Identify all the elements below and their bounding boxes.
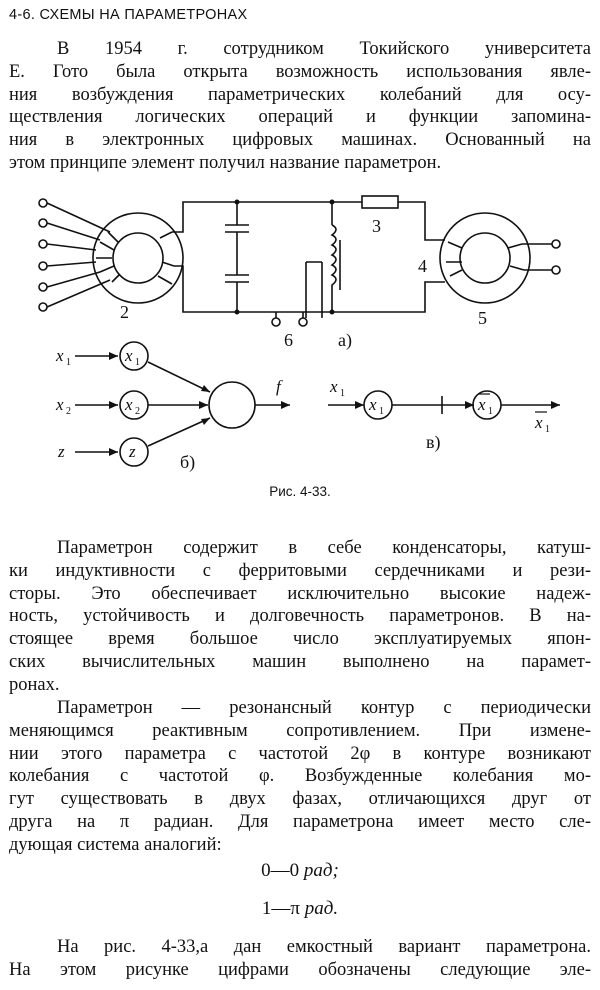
- in-x1: x: [329, 377, 338, 396]
- paragraph-3: Параметрон — резонансный контур с период…: [9, 697, 591, 857]
- text-line: Е. Гото была открыта возможность использ…: [9, 61, 591, 82]
- resistor-3: [361, 195, 399, 209]
- text-line: Параметрон — резонансный контур с период…: [57, 698, 591, 718]
- text-line: ность, устойчивость и долговечность пара…: [9, 606, 591, 627]
- text-line: нии этого параметра с частотой 2φ в конт…: [9, 743, 591, 764]
- label-x1: x: [55, 346, 64, 365]
- sub-2: 2: [66, 406, 71, 417]
- majority-diagram: [75, 341, 290, 467]
- out-notx1: x: [534, 413, 543, 432]
- text-line: ронах.: [9, 674, 60, 695]
- out-notsub-1: 1: [545, 424, 550, 435]
- text-line: этом принципе элемент получил название п…: [9, 152, 442, 173]
- text-line: ских вычислительных машин выполнено на п…: [9, 651, 591, 672]
- text-line: На этом рисунке цифрами обозначены следу…: [9, 959, 591, 980]
- node-sub-1: 1: [135, 357, 140, 368]
- text-line: В 1954 г. сотрудником Токийского универс…: [57, 39, 591, 59]
- paragraph-4: На рис. 4-33,а дан емкостный вариант пар…: [9, 936, 591, 982]
- text-line: ния возбуждения параметрических колебани…: [9, 84, 591, 105]
- figure-4-33: 2 3 4 5 6 а) б) в) x 1 x 2 z x 1 x 2 z f…: [38, 195, 561, 473]
- toroid-core-2: [92, 212, 184, 304]
- label-z: z: [57, 442, 65, 461]
- intro-paragraph: В 1954 г. сотрудником Токийского универс…: [9, 38, 591, 175]
- node-v-sub-1: 1: [379, 406, 384, 417]
- toroid-core-5: [439, 212, 531, 304]
- formula-1-pi: 1—π рад.: [0, 898, 600, 920]
- node-v-x1: x: [368, 395, 377, 414]
- text-line: Параметрон содержит в себе конденсаторы,…: [57, 538, 591, 558]
- node-v-notsub-1: 1: [488, 406, 493, 417]
- paragraph-2: Параметрон содержит в себе конденсаторы,…: [9, 537, 591, 697]
- section-header: 4-6. СХЕМЫ НА ПАРАМЕТРОНАХ: [9, 7, 248, 23]
- figure-caption: Рис. 4-33.: [269, 484, 331, 499]
- node-x1: x: [124, 346, 133, 365]
- in-sub-1: 1: [340, 388, 345, 399]
- formula-expr: 1—π: [261, 898, 305, 919]
- text-line: ки индуктивности с ферритовыми сердечник…: [9, 560, 591, 581]
- text-line: гут существовать в двух фазах, отличающи…: [9, 789, 591, 810]
- text-line: ния в электронных цифровых машинах. Осно…: [9, 130, 591, 151]
- formula-0-0: 0—0 рад;: [0, 860, 600, 882]
- text-line: меняющимся реактивным сопротивлением. Пр…: [9, 720, 591, 741]
- label-3: 3: [372, 216, 381, 236]
- node-z: z: [128, 442, 136, 461]
- sub-1: 1: [66, 357, 71, 368]
- label-5: 5: [478, 308, 487, 328]
- input-terminals-left: [38, 198, 111, 312]
- formula-unit: рад.: [304, 898, 339, 919]
- text-line: друга на π радиан. Для параметрона имеет…: [9, 811, 591, 832]
- formula-unit: рад;: [303, 860, 339, 881]
- label-a: а): [338, 330, 352, 351]
- text-line: сторы. Это обеспечивает исключительно вы…: [9, 583, 591, 604]
- node-v-notx1: x: [477, 395, 486, 414]
- node-sub-2: 2: [135, 406, 140, 417]
- label-6: 6: [284, 330, 293, 350]
- label-4: 4: [418, 256, 427, 276]
- text-line: стоящее время большое число эксплуатируе…: [9, 629, 591, 650]
- label-2: 2: [120, 302, 129, 322]
- formula-expr: 0—0: [261, 860, 304, 881]
- label-b: б): [180, 452, 195, 473]
- capacitor-branch: [225, 202, 249, 312]
- inductor-coil: [330, 224, 337, 312]
- label-v: в): [426, 432, 441, 453]
- text-line: На рис. 4-33,а дан емкостный вариант пар…: [57, 937, 591, 957]
- label-f: f: [276, 377, 283, 396]
- label-x2: x: [55, 395, 64, 414]
- text-line: дующая система аналогий:: [9, 834, 222, 855]
- text-line: колебания с частотой φ. Возбужденные кол…: [9, 766, 591, 787]
- node-x2: x: [124, 395, 133, 414]
- text-line: ществления логических операций и функции…: [9, 107, 591, 128]
